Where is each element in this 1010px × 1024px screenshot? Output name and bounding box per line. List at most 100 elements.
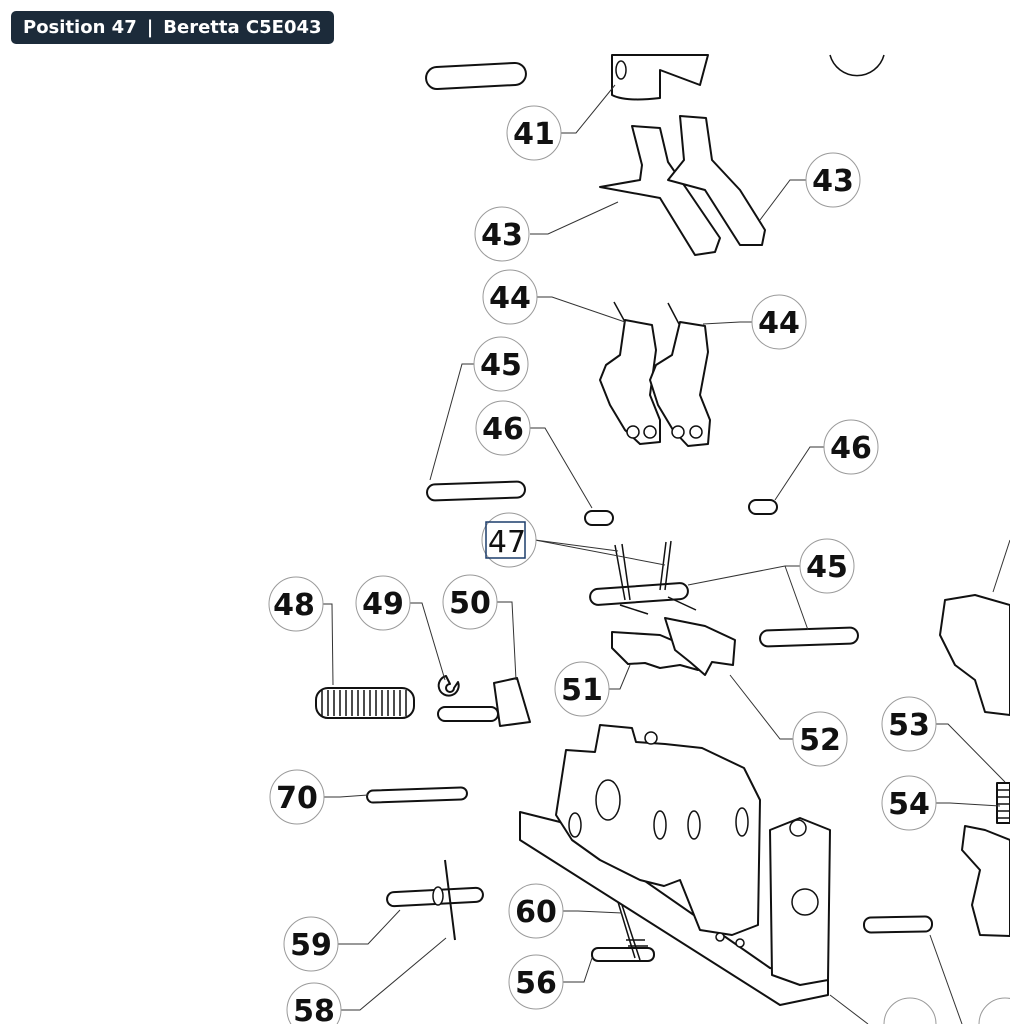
callout-44b-label: 44	[758, 306, 800, 341]
callout-70[interactable]: 70	[269, 769, 325, 825]
hammer-assembly-right	[939, 594, 1010, 716]
callout-46b[interactable]: 46	[823, 419, 879, 475]
sear-spring-right	[667, 302, 680, 325]
callout-54-circle	[881, 775, 937, 831]
leader-43a	[530, 201, 619, 235]
callout-41-circle	[506, 105, 562, 161]
callout-58-circle	[286, 982, 342, 1024]
frame-hole-side	[791, 888, 819, 916]
callout-46a[interactable]: 46	[475, 400, 531, 456]
leader-lines	[320, 84, 1010, 1024]
spring-47-leg-6	[667, 596, 697, 611]
leader-51	[609, 664, 631, 690]
callout-58-label: 58	[293, 994, 335, 1024]
callout-45b-label: 45	[806, 550, 848, 585]
spring-53-54	[996, 782, 1010, 824]
frame-hole-7	[735, 938, 745, 948]
sear-44-left	[599, 319, 661, 445]
leader-41	[560, 84, 616, 134]
callout-48-label: 48	[273, 588, 315, 623]
leader-45b-2	[784, 565, 809, 631]
callout-49[interactable]: 49	[355, 575, 411, 631]
callout-47[interactable]: 47	[481, 512, 537, 568]
callout-59-label: 59	[290, 928, 332, 963]
trigger-frame	[519, 724, 831, 1006]
callout-47-circle	[481, 512, 537, 568]
callout-43b-label: 43	[812, 164, 854, 199]
callout-59[interactable]: 59	[283, 916, 339, 972]
hammer-top-hole	[615, 60, 627, 80]
frame-hole-4	[653, 810, 667, 840]
callout-44b[interactable]: 44	[751, 294, 807, 350]
callout-45a[interactable]: 45	[473, 336, 529, 392]
callout-54[interactable]: 54	[881, 775, 937, 831]
callout-43a-circle	[474, 206, 530, 262]
position-header: Position 47 | Beretta C5E043	[11, 11, 334, 44]
model-label: Beretta C5E043	[163, 17, 322, 38]
callout-56-label: 56	[515, 966, 557, 1001]
callout-53-circle	[881, 696, 937, 752]
spring-47-leg-2	[621, 543, 631, 601]
leader-hammer-right	[992, 539, 1010, 593]
callout-60-label: 60	[515, 895, 557, 930]
callout-50[interactable]: 50	[442, 574, 498, 630]
spring-53-54-coils	[997, 789, 1010, 819]
callout-46b-circle	[823, 419, 879, 475]
callout-56[interactable]: 56	[508, 954, 564, 1010]
frame-hole-8	[715, 932, 725, 942]
callout-46a-label: 46	[482, 412, 524, 447]
callout-47-label: 47	[488, 525, 526, 560]
callout-52[interactable]: 52	[792, 711, 848, 767]
leader-45a	[429, 363, 474, 481]
leader-47-b	[534, 539, 666, 566]
callout-53-label: 53	[888, 708, 930, 743]
callout-49-circle	[355, 575, 411, 631]
callout-43a[interactable]: 43	[474, 206, 530, 262]
leader-50	[496, 601, 517, 681]
callout-51[interactable]: 51	[554, 661, 610, 717]
callout-41-label: 41	[513, 117, 555, 152]
callout-51-label: 51	[561, 673, 603, 708]
callout-59-circle	[283, 916, 339, 972]
bushing-46-left	[584, 510, 614, 526]
header-separator: |	[146, 17, 154, 38]
callout-44b-circle	[751, 294, 807, 350]
callout-partial-bottom-right	[978, 997, 1010, 1024]
callout-52-label: 52	[799, 723, 841, 758]
callout-51-circle	[554, 661, 610, 717]
frame-hole-6	[735, 807, 749, 837]
leader-52	[729, 674, 793, 740]
callout-58[interactable]: 58	[286, 982, 342, 1024]
callout-41[interactable]: 41	[506, 105, 562, 161]
leader-pin-right	[929, 934, 963, 1024]
pin-58	[444, 859, 456, 941]
callout-50-label: 50	[449, 586, 491, 621]
pin-45-left	[426, 480, 526, 502]
callout-53[interactable]: 53	[881, 696, 937, 752]
callout-44a[interactable]: 44	[482, 269, 538, 325]
callout-43b-circle	[805, 152, 861, 208]
callout-45a-circle	[473, 336, 529, 392]
frame-hole-3	[595, 779, 621, 821]
frame-hole-1	[644, 731, 658, 745]
callout-60[interactable]: 60	[508, 883, 564, 939]
callout-45b[interactable]: 45	[799, 538, 855, 594]
leader-46b	[774, 446, 824, 501]
hammer-top	[611, 54, 709, 101]
pin-50-shaft	[437, 706, 499, 722]
pin-45-right	[759, 626, 859, 648]
pin-70	[366, 786, 468, 804]
pin-59-washer	[432, 886, 444, 906]
frame-hole-2	[568, 812, 582, 838]
sear-hole-1	[626, 425, 640, 439]
leader-53	[935, 723, 1006, 783]
leader-58	[340, 937, 447, 1011]
callout-45b-circle	[799, 538, 855, 594]
leader-49	[410, 602, 446, 681]
frame-hole-top	[789, 819, 807, 837]
bushing-46-right	[748, 499, 778, 515]
callout-48[interactable]: 48	[268, 576, 324, 632]
callout-43b[interactable]: 43	[805, 152, 861, 208]
sear-hole-3	[671, 425, 685, 439]
frame-hole-5	[687, 810, 701, 840]
